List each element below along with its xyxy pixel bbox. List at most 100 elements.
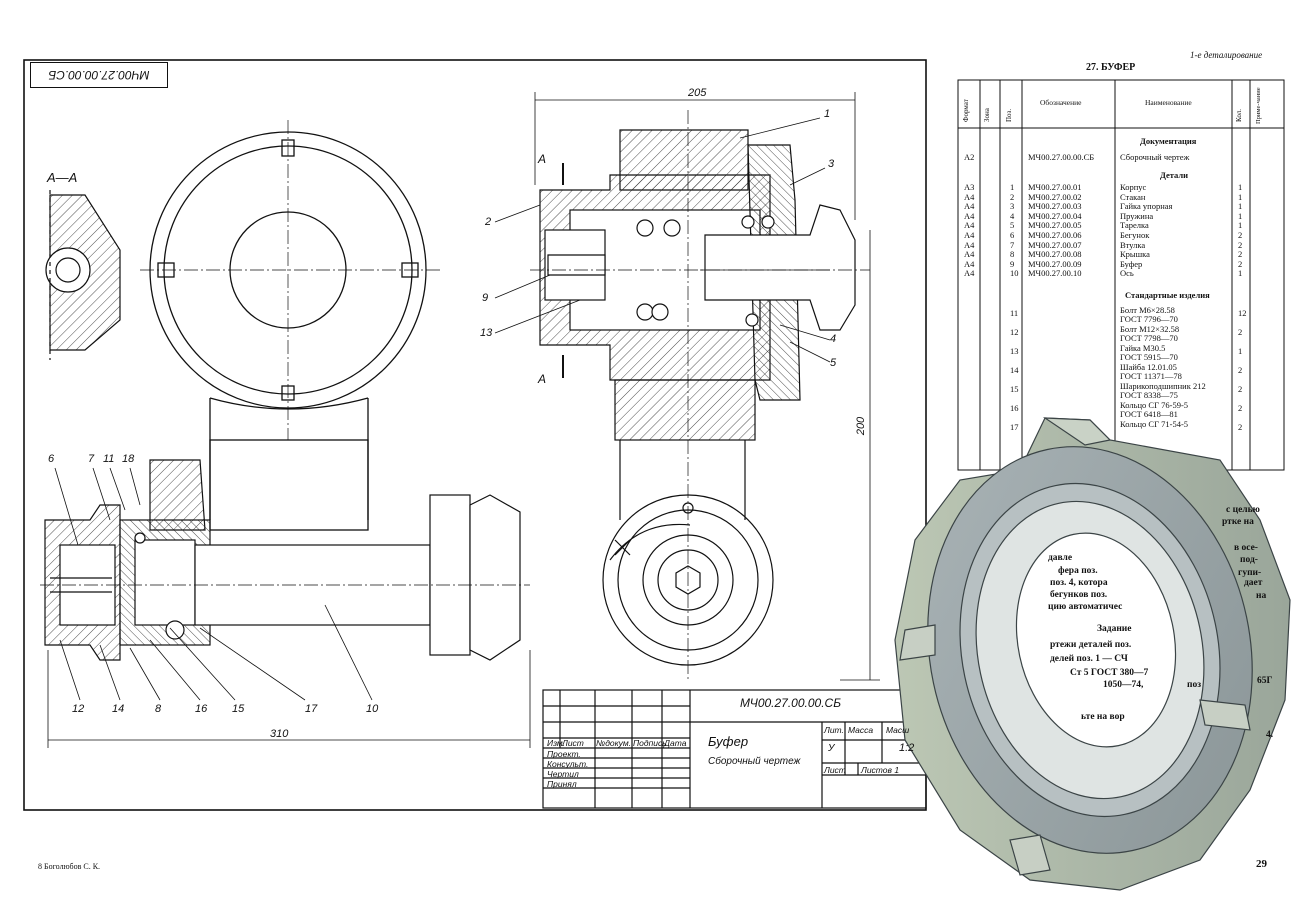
spec-std-pos: 12	[1010, 327, 1019, 337]
spec-doc-name: Сборочный чертеж	[1120, 152, 1190, 162]
spec-header-qty: Кол.	[1235, 109, 1243, 122]
spec-part-qty: 1	[1238, 182, 1243, 192]
spec-std-l2: ГОСТ 8338—75	[1120, 390, 1178, 400]
spec-part-pos: 3	[1010, 201, 1015, 212]
section-a-a	[45, 190, 121, 360]
nut-3d-render	[894, 417, 1291, 891]
spec-std-l2: ГОСТ 7798—70	[1120, 333, 1178, 343]
description-line: цию автоматичес	[1048, 602, 1123, 612]
spec-part-qty: 1	[1238, 191, 1243, 202]
description-line: Задание	[1097, 624, 1132, 634]
spec-doc-code: МЧ00.27.00.00.СБ	[1028, 152, 1095, 162]
spec-std-l1: Шарикоподшипник 212	[1120, 381, 1206, 391]
spec-part-code: МЧ00.27.00.10	[1028, 268, 1082, 279]
spec-std-l1: Болт М6×28.58	[1120, 305, 1175, 315]
title-block-code: МЧ00.27.00.00.СБ	[740, 696, 842, 710]
callout-15: 15	[232, 703, 245, 715]
title-block-row-prinyal: Принял	[547, 779, 577, 789]
description-line: делей поз. 1 — СЧ	[1050, 654, 1128, 664]
description-line: 4.	[1266, 730, 1274, 740]
spec-table-grid	[957, 79, 1285, 471]
callout-16: 16	[195, 703, 208, 715]
title-block-col-doc: №докум.	[596, 738, 632, 748]
spec-part-pos: 1	[1010, 182, 1015, 192]
spec-part-name: Крышка	[1120, 249, 1150, 260]
spec-header-zone: Зона	[983, 108, 991, 122]
description-line: фера поз.	[1058, 566, 1098, 576]
spec-part-code: МЧ00.27.00.07	[1028, 239, 1082, 250]
callout-14: 14	[112, 703, 125, 715]
spec-std-pos: 13	[1010, 346, 1019, 356]
spec-std-qty: 12	[1238, 308, 1247, 318]
spec-part-format: А4	[964, 268, 975, 279]
spec-part-code: МЧ00.27.00.09	[1028, 258, 1082, 269]
spec-std-l1: Шайба 12.01.05	[1120, 362, 1177, 372]
description-line: Ст 5 ГОСТ 380—7	[1070, 668, 1149, 678]
spec-std-qty: 1	[1238, 346, 1243, 356]
description-line: под-	[1240, 555, 1258, 565]
spec-doc-format: А2	[964, 152, 975, 162]
callout-3: 3	[828, 158, 835, 170]
description-line: дает	[1244, 578, 1263, 588]
title-block-row-chertil: Чертил	[547, 769, 579, 779]
spec-std-l1: Кольцо СГ 76-59-5	[1120, 400, 1189, 410]
title-block-scale-value: 1:2	[899, 742, 915, 754]
callout-2: 2	[485, 216, 492, 228]
spec-part-format: А4	[964, 201, 975, 212]
description-line: 1050—74,	[1103, 680, 1144, 690]
spec-part-name: Гайка упорная	[1120, 201, 1173, 212]
callout-5: 5	[830, 357, 837, 369]
title-block: МЧ00.27.00.00.СБ Буфер Сборочный чертеж …	[543, 690, 923, 808]
drawing-frame	[23, 59, 927, 811]
description-line: гупи-	[1238, 568, 1262, 578]
bottom-round-view	[602, 494, 774, 666]
spec-part-name: Втулка	[1120, 239, 1146, 250]
callout-4: 4	[830, 333, 837, 345]
callout-8: 8	[155, 703, 162, 715]
callout-17: 17	[305, 703, 318, 715]
callout-12: 12	[72, 703, 85, 715]
spec-part-format: А4	[964, 239, 975, 250]
spec-part-qty: 1	[1238, 268, 1243, 279]
spec-header-pos: Поз.	[1005, 108, 1013, 122]
spec-part-name: Пружина	[1120, 210, 1154, 221]
spec-part-code: МЧ00.27.00.04	[1028, 210, 1082, 221]
callout-1: 1	[824, 108, 831, 120]
description-line: давле	[1048, 553, 1073, 563]
spec-std-pos: 16	[1010, 403, 1019, 413]
spec-part-pos: 5	[1010, 220, 1015, 231]
title-block-col-sign: Подпись	[633, 738, 667, 748]
spec-std-pos: 11	[1010, 308, 1019, 318]
callout-9: 9	[482, 292, 489, 304]
description-line: на	[1256, 591, 1267, 601]
description-line: ьте на вор	[1081, 712, 1125, 722]
spec-part-qty: 2	[1238, 258, 1243, 269]
section-mark-top: А	[538, 152, 547, 166]
spec-std-qty: 2	[1238, 403, 1243, 413]
callout-6: 6	[48, 453, 55, 465]
dimension-200: 200	[855, 416, 868, 436]
spec-part-code: МЧ00.27.00.05	[1028, 220, 1082, 231]
spec-part-pos: 10	[1010, 268, 1019, 279]
spec-header-code: Обозначение	[1040, 98, 1082, 107]
spec-part-format: А4	[964, 220, 975, 231]
spec-part-name: Стакан	[1120, 191, 1146, 202]
spec-section-docs: Документация	[1140, 136, 1197, 146]
spec-part-qty: 2	[1238, 230, 1243, 240]
spec-part-qty: 1	[1238, 201, 1243, 212]
spec-std-l2: ГОСТ 6418—81	[1120, 409, 1178, 419]
spec-header-format: Формат	[962, 99, 970, 122]
spec-part-qty: 2	[1238, 249, 1243, 260]
spec-std-l1: Болт М12×32.58	[1120, 324, 1180, 334]
spec-std-l2: ГОСТ 7796—70	[1120, 314, 1178, 324]
callout-11: 11	[103, 453, 115, 465]
title-block-sheet-label: Лист	[824, 765, 846, 775]
spec-std-l1: Гайка М30.5	[1120, 343, 1166, 353]
spec-header-name: Наименование	[1145, 98, 1192, 107]
spec-part-code: МЧ00.27.00.03	[1028, 201, 1082, 212]
spec-std-l1: Кольцо СГ 71-54-5	[1120, 419, 1189, 429]
section-label: А—А	[47, 170, 78, 185]
spec-std-l2: ГОСТ 11371—78	[1120, 371, 1182, 381]
title-block-doc-type: Сборочный чертеж	[708, 756, 801, 767]
description-line: ртке на	[1222, 517, 1254, 527]
